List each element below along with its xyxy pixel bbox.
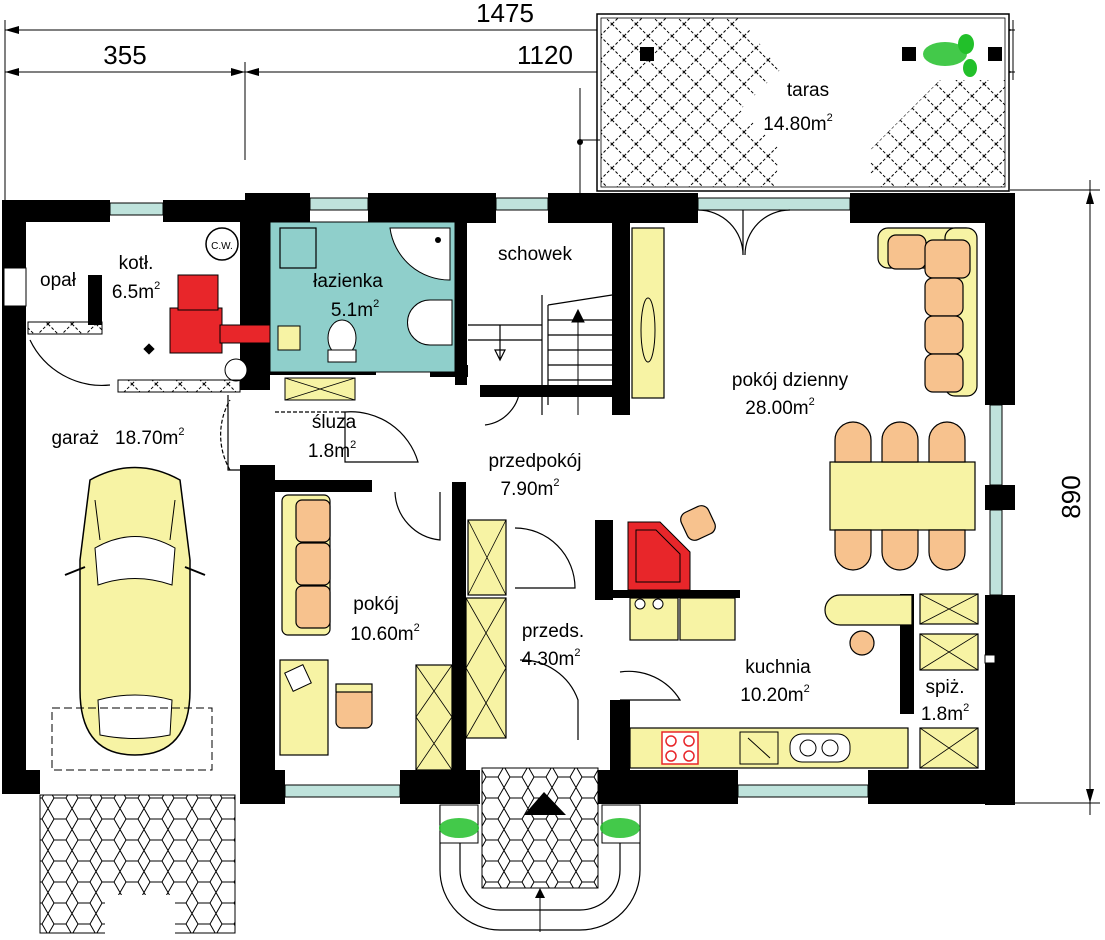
area-kotl: 6.5m2 — [112, 280, 160, 303]
door-swing — [227, 395, 265, 471]
area-sluza: 1.8m2 — [308, 439, 356, 462]
kitchen-counter — [629, 727, 909, 769]
label-kotl: kotł. — [119, 253, 154, 274]
label-pokoj: pokój — [353, 594, 398, 615]
area-spiz: 1.8m2 — [921, 702, 969, 725]
pantry — [919, 593, 996, 769]
dim-total: 1475 — [476, 0, 534, 28]
area-lazienka: 5.1m2 — [331, 298, 379, 321]
windows — [3, 197, 1003, 798]
terrace — [577, 13, 1010, 195]
car — [51, 466, 213, 771]
hall-furniture — [394, 491, 682, 740]
walls — [2, 193, 1015, 805]
plant-icon — [923, 34, 977, 77]
area-kuchnia: 10.20m2 — [740, 683, 810, 706]
label-spiz: spiż. — [925, 677, 964, 698]
bathroom — [269, 221, 456, 373]
dim-left: 355 — [103, 40, 146, 70]
plant-icon — [439, 818, 640, 838]
dim-right: 1120 — [517, 40, 573, 70]
entrance — [439, 767, 641, 932]
room-furniture — [279, 494, 453, 771]
label-taras: taras — [787, 80, 829, 101]
living-room-furniture — [627, 209, 978, 656]
label-przedpokoj: przedpokój — [489, 451, 582, 472]
label-opal: opał — [40, 270, 77, 291]
stairs — [468, 294, 613, 426]
label-kuchnia: kuchnia — [745, 657, 811, 678]
label-sluza: śluza — [312, 412, 357, 433]
label-lazienka: łazienka — [313, 271, 383, 292]
label-schowek: schowek — [498, 244, 572, 265]
boiler-room — [27, 227, 301, 393]
area-przeds: 4.30m2 — [522, 647, 581, 670]
label-przeds: przeds. — [522, 621, 584, 642]
driveway-gap — [105, 895, 175, 935]
area-pokoj-dzienny: 28.00m2 — [745, 396, 815, 419]
label-pokoj-dzienny: pokój dzienny — [732, 370, 849, 391]
dim-height: 890 — [1056, 475, 1086, 518]
area-pokoj: 10.60m2 — [350, 622, 420, 645]
sluza — [220, 377, 419, 471]
area-przedpokoj: 7.90m2 — [501, 477, 560, 500]
area-taras: 14.80m2 — [763, 112, 833, 135]
label-cw: C.W. — [211, 241, 233, 252]
